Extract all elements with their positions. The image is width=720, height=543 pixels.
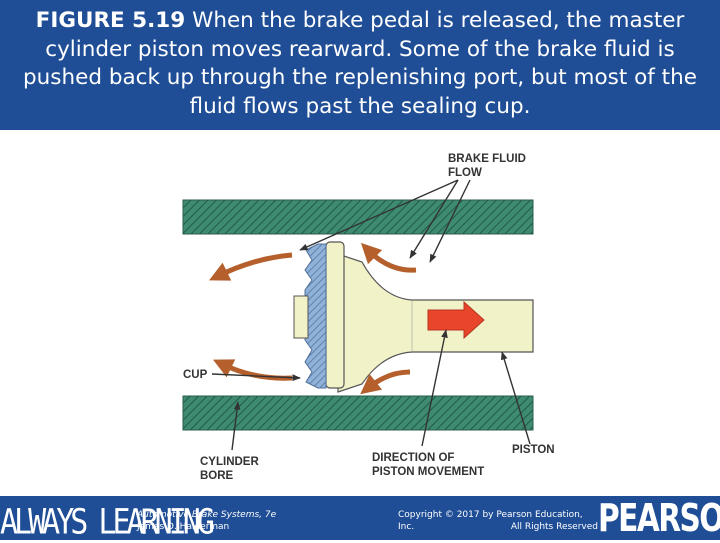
- book-title: Automotive Brake Systems, 7e: [137, 510, 277, 520]
- piston-head: [325, 241, 345, 389]
- flow-arrow-lower-right: [360, 369, 411, 395]
- flow-arrow-upper-right: [360, 242, 417, 273]
- label-direction-of: DIRECTION OF: [372, 452, 454, 464]
- always-learning-logo: ALWAYS LEARNING: [0, 502, 215, 543]
- label-bore: BORE: [200, 470, 234, 482]
- cylinder-bore-top-wall: [182, 199, 534, 235]
- copyright-text: Copyright © 2017 by Pearson Education, I…: [398, 510, 583, 532]
- label-flow: FLOW: [448, 167, 482, 179]
- author-name: James D. Halderman: [137, 522, 230, 532]
- figure-caption: FIGURE 5.19 When the brake pedal is rele…: [10, 7, 710, 121]
- label-piston-movement: PISTON MOVEMENT: [372, 466, 484, 478]
- caption-banner: FIGURE 5.19 When the brake pedal is rele…: [0, 0, 720, 130]
- caption-text: When the brake pedal is released, the ma…: [23, 8, 697, 119]
- rights-text: All Rights Reserved: [510, 522, 598, 532]
- label-brake-fluid-flow: BRAKE FLUID: [448, 153, 526, 165]
- footer-bar: [0, 496, 720, 540]
- cylinder-bore-bottom-wall: [182, 395, 534, 431]
- flow-arrow-upper-left: [209, 252, 293, 281]
- master-cylinder-diagram: BRAKE FLUID FLOW CUP CYLINDER BORE DIREC…: [182, 153, 555, 482]
- label-piston: PISTON: [512, 444, 555, 456]
- figure-label: FIGURE 5.19: [35, 8, 186, 33]
- label-cylinder: CYLINDER: [200, 456, 259, 468]
- pearson-logo: PEARSON: [598, 496, 720, 540]
- sealing-cup: [304, 243, 327, 389]
- label-cup: CUP: [183, 369, 208, 381]
- direction-arrow: [427, 300, 485, 340]
- cup-retainer: [293, 295, 309, 339]
